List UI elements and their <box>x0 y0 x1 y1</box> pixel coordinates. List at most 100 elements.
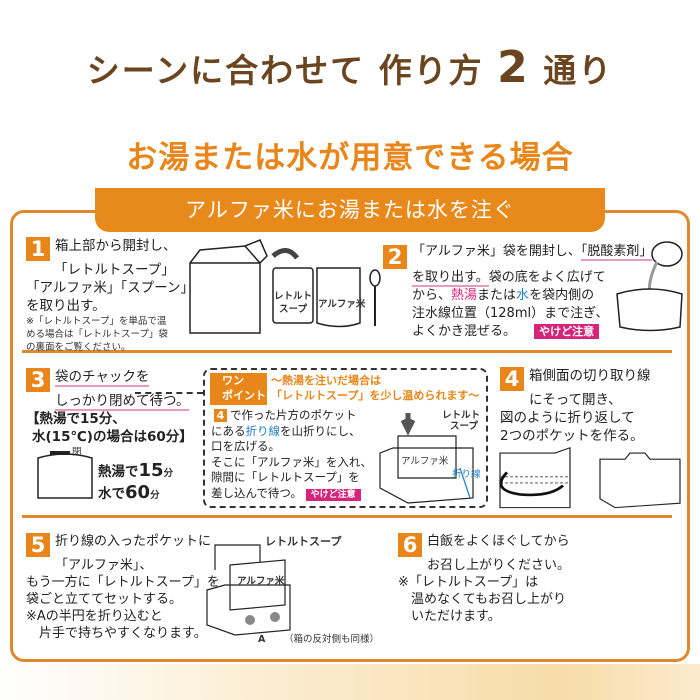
text: 15 <box>138 460 164 481</box>
step-text: を取り出す。 <box>412 270 489 287</box>
hot-water-time: 熱湯で15分 <box>98 462 173 481</box>
text: ワン <box>222 374 244 387</box>
text: で作った片方のポケット <box>230 408 357 422</box>
text: 隙間に「レトルトスープ」を <box>211 470 360 484</box>
step-text: 袋のチャックを <box>55 369 150 387</box>
step-text: 袋ごと立ててセットする。 <box>26 592 183 607</box>
text: 60 <box>125 482 151 503</box>
soup-label: レトルトスープ <box>265 535 342 548</box>
step-text: から、 <box>412 288 452 303</box>
step-text: 水 <box>516 288 530 303</box>
text: スープ <box>450 421 478 432</box>
step-5: 5 折り線の入ったポケットに 「アルファ米」、 もう一方に「レトルトスープ」を 袋… <box>26 533 231 642</box>
burn-caution-badge: やけど注意 <box>534 324 600 339</box>
text: スープ <box>279 304 307 315</box>
step-text: を取り出す。 <box>26 298 106 314</box>
step-number: 2 <box>383 245 407 269</box>
decorative-footer <box>0 664 700 700</box>
box-fold-illustration <box>499 446 681 509</box>
title-text: シーンに合わせて 作り方 <box>86 51 484 90</box>
kettle-cup-illustration <box>616 241 683 332</box>
section-banner: アルファ米にお湯または水を注ぐ <box>95 188 605 232</box>
one-point-heading: ～熱湯を注いだ場合は「レトルトスープ」を少し温められます～ <box>271 373 485 403</box>
rice-label: アルファ米 <box>401 456 449 467</box>
step-text: よくかき混ぜる。 <box>412 324 517 339</box>
step-number: 4 <box>500 367 524 391</box>
text: ポイント <box>222 389 266 402</box>
step-text: にそって開き、 <box>529 392 622 408</box>
close-label: 閉 <box>72 447 82 458</box>
set-pocket-illustration <box>206 544 291 636</box>
same-side-note: （箱の反対側も同様） <box>284 634 380 645</box>
water-time: 水で60分 <box>98 484 160 503</box>
text: を山折りにし、 <box>280 423 361 438</box>
text: 分 <box>163 468 174 479</box>
fold-line-label: 折り線 <box>452 469 481 480</box>
step-text: 袋の底をよく広げて <box>488 270 606 285</box>
step-text: しっかり閉めて待つ。 <box>55 393 190 411</box>
step-number: 1 <box>26 237 50 261</box>
text: 差し込んで待つ。 <box>211 485 302 500</box>
step-text: 箱上部から開封し、 <box>55 238 177 254</box>
step-text: 図のように折り返して <box>500 410 635 426</box>
step-text: お召し上がりください。 <box>427 558 571 573</box>
step-number: 5 <box>26 533 50 557</box>
title-number: 2 <box>497 42 530 93</box>
text: レトルト <box>273 291 312 302</box>
step-text: いただけます。 <box>398 609 501 624</box>
text: 分 <box>150 490 160 501</box>
step-2: 2 「アルファ米」袋を開封し、「脱酸素剤」 を取り出す。袋の底をよく広げて から、… <box>383 243 683 341</box>
step-text: 「脱酸素剤」 <box>580 244 653 261</box>
step-text: ※「レトルトスープ」は <box>398 575 539 590</box>
text: 熱湯で <box>98 464 139 480</box>
soup-label: レトルトスープ <box>442 410 480 432</box>
text: ～熱湯を注いだ場合は <box>271 374 381 387</box>
text: 水で <box>98 486 125 502</box>
step-text: 「アルファ米」、 <box>55 558 153 573</box>
burn-caution-badge: やけど注意 <box>305 488 361 501</box>
divider <box>22 350 672 353</box>
text: 折り線 <box>245 423 281 438</box>
step-text: 片手で持ちやすくなります。 <box>26 626 207 641</box>
page-title: シーンに合わせて 作り方 2 通り <box>0 42 700 93</box>
soup-label: レトルトスープ <box>273 290 313 316</box>
pocket-illustration <box>379 413 474 504</box>
step-text: 「アルファ米」「スプーン」 <box>26 280 194 296</box>
step-text: を袋内側の <box>529 288 595 303</box>
step-note: ※「レトルトスープ」を単品で温 <box>26 316 167 327</box>
step-text: 注水線位置（128ml）まで注ぎ、 <box>412 306 609 321</box>
step-note: の裏面をご覧ください。 <box>26 342 131 353</box>
step-text: 熱湯 <box>451 288 478 303</box>
wait-time: 【熱湯で15分、 <box>26 411 126 427</box>
step-note: める場合は「レトルトスープ」袋 <box>26 329 168 340</box>
step-text: 温めなくてもお召し上がり <box>398 592 566 607</box>
text: レトルト <box>442 410 481 421</box>
step-3: 3 袋のチャックを しっかり閉めて待つ。 【熱湯で15分、 水(15℃)の場合は6… <box>26 368 201 446</box>
step-text: 折り線の入ったポケットに <box>55 534 212 549</box>
step-number: 6 <box>398 533 422 557</box>
step-4: 4 箱側面の切り取り線 にそって開き、 図のように折り返して 2つのポケットを作る… <box>500 367 685 445</box>
step-ref: 4 <box>214 409 227 422</box>
divider <box>22 515 672 518</box>
one-point-panel <box>203 368 488 508</box>
step-text: 「アルファ米」袋を開封し、 <box>412 244 581 259</box>
step-text: 箱側面の切り取り線 <box>529 368 651 384</box>
rice-label: アルファ米 <box>318 299 366 310</box>
a-label: A <box>258 634 266 645</box>
box-illustration <box>189 239 381 334</box>
wait-time: 水(15℃)の場合は60分】 <box>32 429 193 445</box>
text: 「レトルトスープ」を少し温められます～ <box>271 389 480 402</box>
step-number: 3 <box>26 368 50 392</box>
pouch-illustration <box>37 451 93 499</box>
title-suffix: 通り <box>543 51 614 90</box>
text: にある <box>211 423 246 438</box>
step-text: または <box>477 288 517 303</box>
text: 口を広げる。 <box>211 439 280 453</box>
step-text: 2つのポケットを作る。 <box>500 428 644 444</box>
step-text: もう一方に「レトルトスープ」を <box>26 575 220 590</box>
one-point-badge: ワンポイント <box>210 373 267 405</box>
step-text: ※Aの半円を折り込むと <box>26 609 163 624</box>
